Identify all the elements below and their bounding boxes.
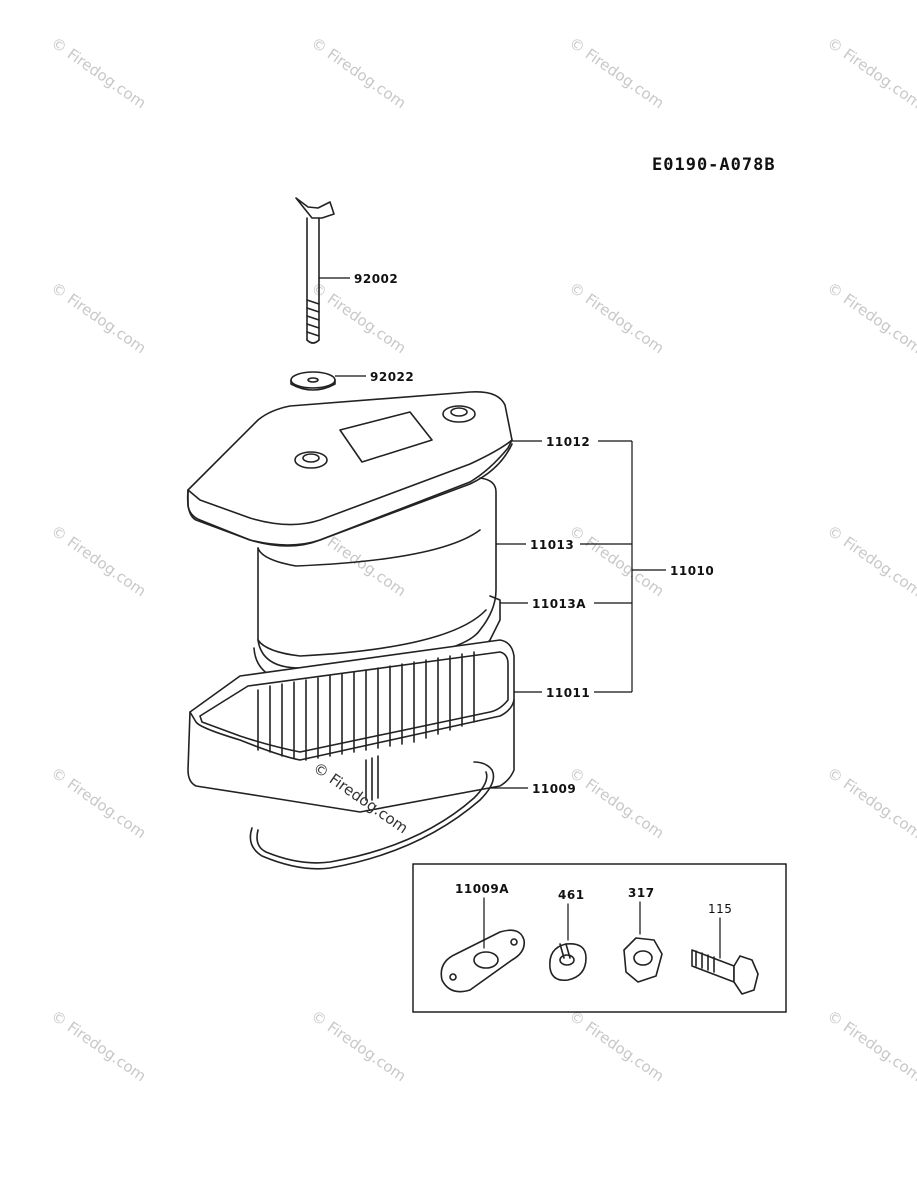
watermark: © Firedog.com <box>566 522 668 601</box>
watermark: © Firedog.com <box>824 764 917 843</box>
watermark: © Firedog.com <box>308 279 410 358</box>
cover-drawing <box>186 390 513 547</box>
watermark: © Firedog.com <box>566 279 668 358</box>
watermark: © Firedog.com <box>48 1007 150 1086</box>
part-labels: 92002 92022 11012 11013 11013A 11010 110… <box>354 272 714 796</box>
watermark: © Firedog.com <box>566 34 668 113</box>
gasket-drawing <box>249 761 495 870</box>
bolt-drawing <box>691 917 759 995</box>
watermark: © Firedog.com <box>566 1007 668 1086</box>
watermark: © Firedog.com <box>824 279 917 358</box>
watermark: © Firedog.com <box>308 1007 410 1086</box>
inset-box: 11009A 461 317 115 <box>412 863 787 1013</box>
watermark: © Firedog.com <box>824 34 917 113</box>
watermark: © Firedog.com <box>48 34 150 113</box>
watermark: © Firedog.com <box>566 764 668 843</box>
label-317: 317 <box>628 886 655 900</box>
label-461: 461 <box>558 888 585 902</box>
label-11011: 11011 <box>546 686 590 700</box>
inset-frame <box>412 863 787 1013</box>
label-92022: 92022 <box>370 370 414 384</box>
label-11012: 11012 <box>546 435 590 449</box>
label-92002: 92002 <box>354 272 398 286</box>
watermark: © Firedog.com <box>308 34 410 113</box>
wing-bolt-drawing <box>295 197 335 344</box>
diagram-code: E0190-A078B <box>652 155 776 175</box>
lock-washer-drawing <box>549 903 587 982</box>
watermark: © Firedog.com <box>824 1007 917 1086</box>
label-11013A: 11013A <box>532 597 586 611</box>
label-11013: 11013 <box>530 538 574 552</box>
base-drawing <box>187 639 515 813</box>
watermark: © Firedog.com <box>48 522 150 601</box>
watermark: © Firedog.com <box>48 764 150 843</box>
washer-drawing <box>290 371 336 391</box>
watermark: © Firedog.com <box>48 279 150 358</box>
label-11009: 11009 <box>532 782 576 796</box>
watermark: © Firedog.com <box>824 522 917 601</box>
nut-drawing <box>623 901 663 983</box>
label-11010: 11010 <box>670 564 714 578</box>
label-11009A: 11009A <box>455 882 509 896</box>
leader-lines <box>319 277 666 789</box>
label-115: 115 <box>708 902 732 916</box>
gasket-a-drawing <box>440 897 526 993</box>
